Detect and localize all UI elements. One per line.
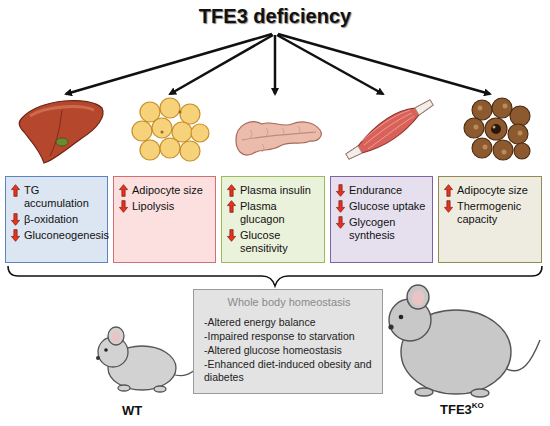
organ-box: Adipocyte sizeLipolysis [113, 176, 216, 263]
effect-row: Adipocyte size [444, 184, 537, 197]
effect-text: Glucose sensitivity [240, 229, 320, 255]
summary-item: -Enhanced diet-induced obesity and diabe… [204, 358, 374, 384]
up-arrow [119, 184, 128, 197]
wt-mouse [96, 327, 206, 392]
effect-row: Plasma insulin [227, 184, 320, 197]
effect-text: Thermogenic capacity [457, 200, 537, 226]
effect-text: Plasma glucagon [240, 200, 320, 226]
summary-item: -Impaired response to starvation [204, 330, 374, 343]
effect-row: Lipolysis [119, 200, 211, 213]
pancreas-icon [236, 122, 321, 155]
muscle-icon [346, 100, 433, 159]
effect-text: Plasma insulin [240, 184, 311, 197]
effect-text: Adipocyte size [132, 184, 203, 197]
branch-arrows [66, 34, 490, 94]
effect-row: β-oxidation [11, 213, 103, 226]
down-arrow [227, 229, 236, 242]
mouse-label: TFE3 [440, 402, 472, 417]
effect-row: Glucose uptake [336, 200, 428, 213]
summary-heading: Whole body homeostasis [204, 296, 374, 309]
effect-row: Glucose sensitivity [227, 229, 320, 255]
bracket [8, 266, 542, 286]
effect-text: TG accumulation [24, 184, 103, 210]
effect-text: Glucose uptake [349, 200, 425, 213]
up-arrow [444, 184, 453, 197]
liver-icon [19, 101, 103, 163]
up-arrow [227, 200, 236, 213]
effect-text: Lipolysis [132, 200, 174, 213]
mouse-label-group: TFE3KO [440, 400, 484, 418]
down-arrow [11, 213, 20, 226]
up-arrow [227, 184, 236, 197]
organ-box: EnduranceGlucose uptakeGlycogen synthesi… [330, 176, 433, 263]
effect-text: β-oxidation [24, 213, 78, 226]
title: TFE3 deficiency [0, 5, 550, 28]
brown-adipose-icon [464, 98, 530, 160]
effect-row: Thermogenic capacity [444, 200, 537, 226]
effect-row: Adipocyte size [119, 184, 211, 197]
effect-row: Glycogen synthesis [336, 216, 428, 242]
effect-row: Gluconeogenesis [11, 229, 103, 242]
effect-text: Glycogen synthesis [349, 216, 428, 242]
effect-text: Endurance [349, 184, 402, 197]
summary-item: -Altered glucose homeostasis [204, 344, 374, 357]
down-arrow [336, 216, 345, 229]
superscript: KO [472, 401, 484, 410]
summary-box: Whole body homeostasis -Altered energy ba… [193, 289, 383, 394]
up-arrow [11, 184, 20, 197]
white-adipose-icon [132, 98, 209, 161]
effect-row: TG accumulation [11, 184, 103, 210]
effect-text: Adipocyte size [457, 184, 528, 197]
summary-item: -Altered energy balance [204, 316, 374, 329]
down-arrow [336, 184, 345, 197]
organ-box: Adipocyte sizeThermogenic capacity [438, 176, 542, 263]
down-arrow [336, 200, 345, 213]
effect-row: Endurance [336, 184, 428, 197]
down-arrow [119, 200, 128, 213]
organ-box: Plasma insulinPlasma glucagonGlucose sen… [221, 176, 325, 263]
effect-text: Gluconeogenesis [24, 229, 109, 242]
organ-box: TG accumulation β-oxidationGluconeogenesi… [5, 176, 108, 263]
down-arrow [11, 229, 20, 242]
down-arrow [444, 200, 453, 213]
effect-row: Plasma glucagon [227, 200, 320, 226]
ko-mouse [388, 285, 540, 397]
mouse-label: WT [122, 403, 142, 418]
